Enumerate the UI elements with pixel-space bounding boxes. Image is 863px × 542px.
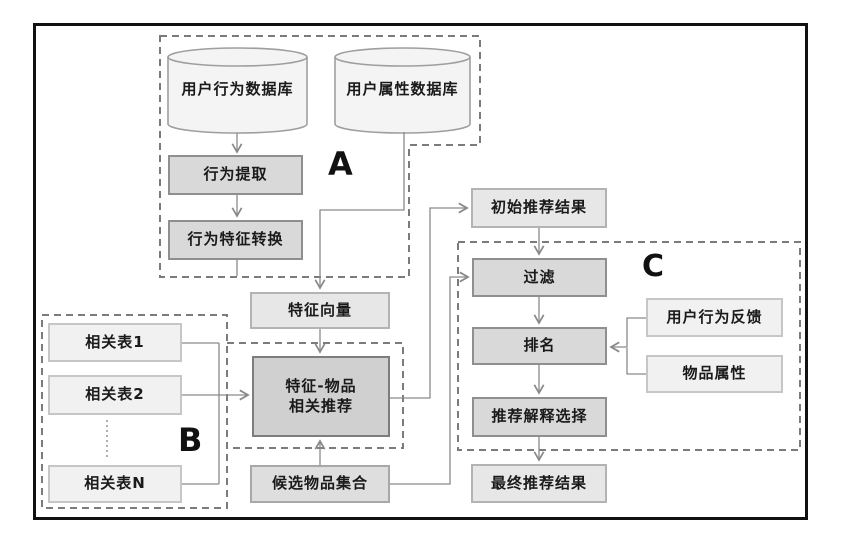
node-filter: 过滤 [472, 258, 607, 297]
node-initial-recommendation: 初始推荐结果 [471, 188, 607, 228]
region-c-label: C [642, 249, 665, 284]
node-explanation-selection: 推荐解释选择 [472, 397, 607, 437]
node-related-table-2: 相关表2 [48, 375, 182, 415]
node-behavior-feature-conversion: 行为特征转换 [168, 220, 303, 260]
node-feature-item-line2: 相关推荐 [288, 396, 353, 415]
node-feature-item-recommendation: 特征-物品 相关推荐 [252, 356, 390, 437]
node-related-table-n: 相关表N [48, 465, 182, 503]
db-user-behavior-label: 用户行为数据库 [181, 79, 294, 98]
node-feature-item-line1: 特征-物品 [285, 377, 357, 395]
node-feature-vector: 特征向量 [250, 292, 390, 329]
region-b-label: B [178, 421, 203, 459]
node-behavior-extraction: 行为提取 [168, 155, 303, 195]
node-final-recommendation: 最终推荐结果 [471, 464, 607, 503]
node-candidate-item-set: 候选物品集合 [250, 465, 390, 503]
region-a-label: A [328, 145, 353, 183]
node-user-behavior-feedback: 用户行为反馈 [646, 298, 783, 337]
db-user-attribute-label: 用户属性数据库 [346, 79, 459, 98]
node-related-table-1: 相关表1 [48, 323, 182, 362]
node-item-attributes: 物品属性 [646, 355, 783, 393]
node-ranking: 排名 [472, 327, 607, 365]
